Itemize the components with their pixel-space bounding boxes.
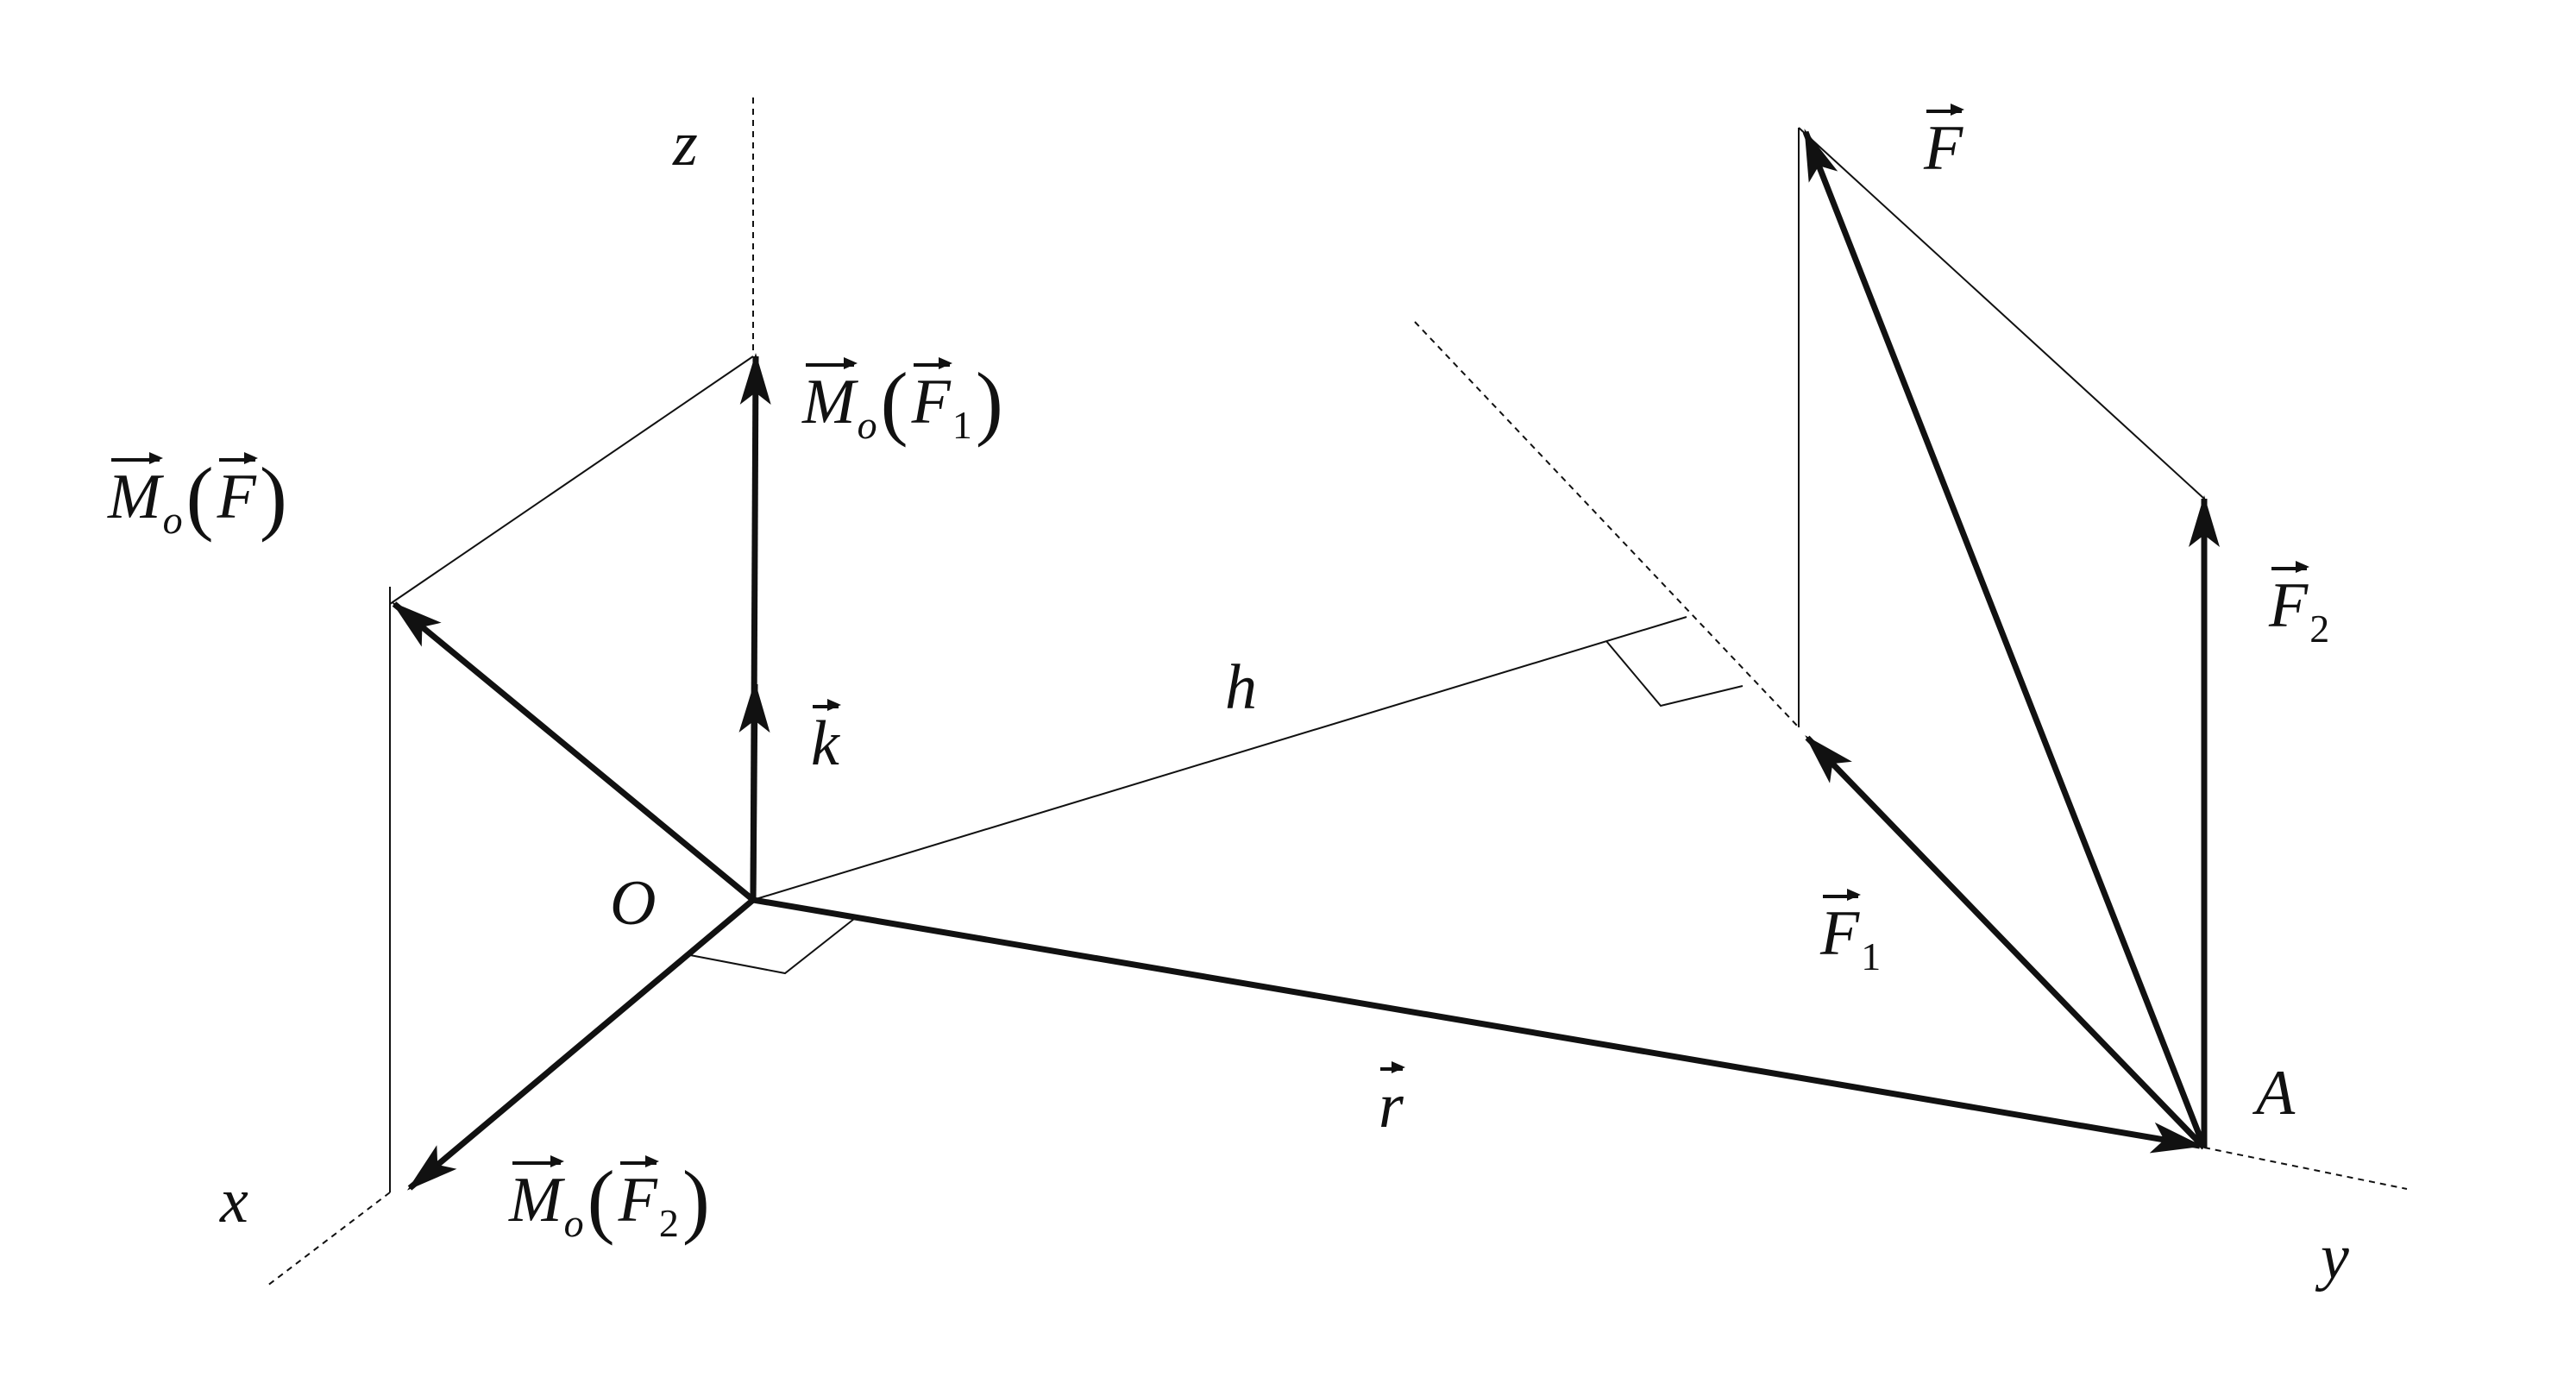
- x-axis-dashed: [267, 1192, 391, 1286]
- f1-letter: F: [1820, 889, 1862, 969]
- mo-f-f: F: [217, 452, 259, 532]
- right-angle-marker-o: [689, 918, 855, 975]
- mo-f1-m: M: [802, 357, 858, 437]
- f2-label: F2: [2269, 561, 2329, 649]
- f1-line-dashed: [1414, 321, 1800, 728]
- mo-f2-open-paren: (: [587, 1154, 615, 1246]
- x-axis-label: x: [220, 1166, 248, 1236]
- k-label: k: [811, 699, 841, 779]
- point-a-label: A: [2256, 1058, 2296, 1129]
- f1-subscript: 1: [1861, 934, 1882, 978]
- mo-f2-sub: 2: [658, 1201, 679, 1245]
- f2-subscript: 2: [2309, 607, 2330, 651]
- mo-f2-o: o: [563, 1201, 584, 1245]
- mo-f-close-paren: ): [259, 450, 287, 543]
- vector-f1: [1805, 735, 2207, 1150]
- vector-mo-f: [391, 601, 756, 903]
- y-axis-dashed: [2203, 1147, 2408, 1190]
- mo-f2-close-paren: ): [682, 1154, 710, 1246]
- mo-f1-close-paren: ): [975, 355, 1003, 448]
- mo-f1-open-paren: (: [880, 355, 908, 448]
- k-letter: k: [811, 699, 841, 779]
- r-letter: r: [1379, 1061, 1405, 1142]
- vector-k: [738, 681, 770, 901]
- mo-f1-label: Mo(F1): [802, 354, 1007, 445]
- h-line: [752, 616, 1687, 901]
- vector-mo-f2: [406, 897, 756, 1191]
- mo-f1-f: F: [911, 357, 953, 437]
- mo-f-open-paren: (: [185, 450, 214, 543]
- mo-f-label: Mo(F): [108, 449, 291, 540]
- mo-f1-sub: 1: [952, 403, 972, 447]
- mo-f2-m: M: [509, 1155, 564, 1236]
- origin-label: O: [610, 868, 657, 939]
- f-letter: F: [1924, 104, 1965, 184]
- vector-f: [1802, 129, 2208, 1149]
- right-angle-marker-h: [1605, 640, 1744, 708]
- z-axis-label: z: [673, 109, 698, 179]
- h-label: h: [1225, 652, 1257, 723]
- r-label: r: [1379, 1061, 1405, 1142]
- f-label: F: [1924, 104, 1965, 184]
- mo-parallelogram-top: [389, 355, 754, 605]
- mo-f2-label: Mo(F2): [509, 1152, 713, 1243]
- f1-label: F1: [1820, 889, 1881, 977]
- f2-letter: F: [2269, 561, 2310, 641]
- mo-f-o: o: [162, 498, 183, 542]
- vector-r: [752, 896, 2203, 1154]
- y-axis-label: y: [2321, 1222, 2349, 1293]
- mo-f-m: M: [108, 452, 163, 532]
- mo-f1-o: o: [857, 403, 877, 447]
- mo-f2-f: F: [618, 1155, 660, 1236]
- f-parallelogram-top: [1798, 127, 2205, 500]
